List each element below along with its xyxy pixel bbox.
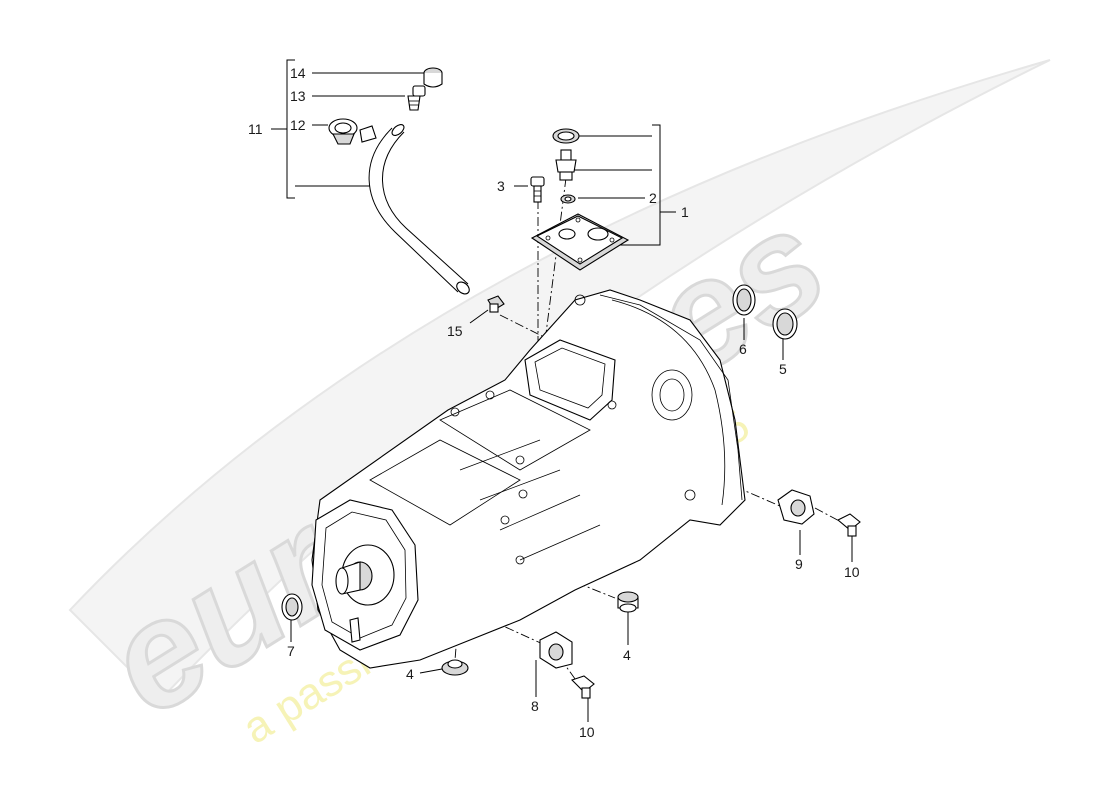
plug-4-right (617, 591, 639, 613)
label-3: 3 (497, 178, 505, 194)
label-5: 5 (779, 361, 787, 377)
label-15: 15 (447, 323, 463, 339)
plug-15 (487, 295, 505, 313)
breather-valve-13 (407, 85, 426, 111)
bracket-group-1 (572, 124, 676, 246)
breather-hose (368, 124, 470, 295)
label-2: 2 (649, 190, 657, 206)
gearshift-cover-plate (530, 213, 630, 271)
sensor-9 (777, 489, 815, 525)
transmission-housing (311, 289, 746, 669)
callout-labels: 14 13 12 11 3 2 1 15 6 5 9 10 4 7 4 8 10 (248, 65, 860, 740)
bracket-group-11 (271, 59, 425, 199)
label-14: 14 (290, 65, 306, 81)
label-1: 1 (681, 204, 689, 220)
bolt-10-right (837, 513, 861, 537)
label-11: 11 (248, 121, 263, 137)
label-13: 13 (290, 88, 306, 104)
hose-clamp-12 (328, 118, 377, 145)
label-12: 12 (290, 117, 306, 133)
sensor-8 (539, 631, 573, 669)
label-10-right: 10 (844, 564, 860, 580)
o-ring-2 (560, 194, 576, 204)
label-7: 7 (287, 643, 295, 659)
seal-ring-top (552, 128, 580, 144)
label-10-bottom: 10 (579, 724, 595, 740)
label-8: 8 (531, 698, 539, 714)
screw-3 (530, 176, 545, 203)
plug-4-bottom (441, 659, 469, 676)
bolt-10-bottom (570, 675, 595, 699)
seal-ring-5 (772, 308, 798, 340)
selector-shaft-fitting (555, 149, 577, 181)
label-6: 6 (739, 341, 747, 357)
cap-14 (423, 67, 443, 88)
seal-ring-7 (281, 593, 303, 621)
label-4-bottom: 4 (406, 666, 414, 682)
label-4-right: 4 (623, 647, 631, 663)
seal-ring-6 (732, 284, 756, 316)
label-9: 9 (795, 556, 803, 572)
